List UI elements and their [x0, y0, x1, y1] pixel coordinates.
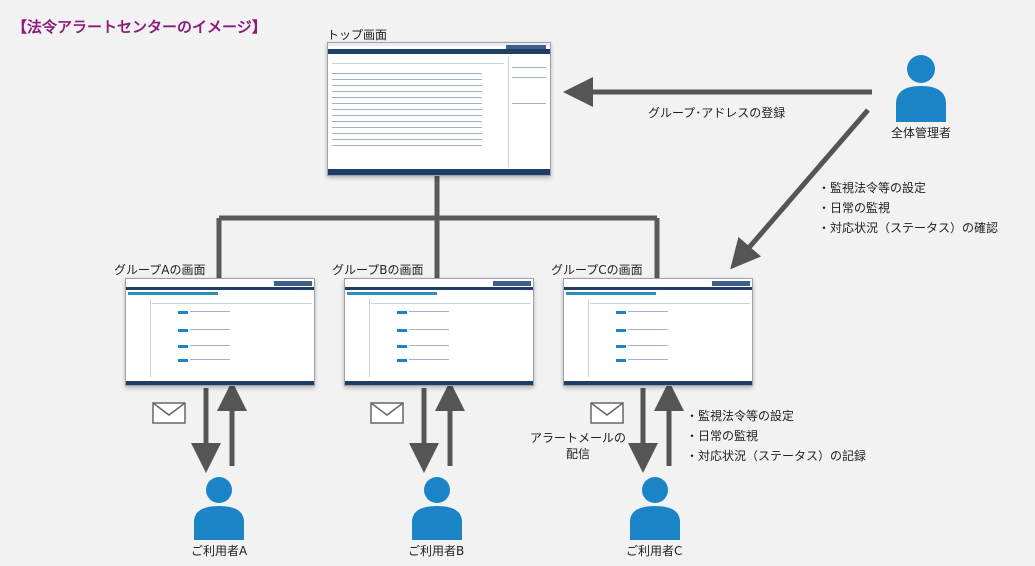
top-screen-label: トップ画面 [327, 28, 388, 42]
mail-icon [152, 402, 186, 424]
alert-mail-label-line: アラートメールの [530, 431, 627, 445]
top-screen-thumbnail [327, 42, 551, 176]
arrow-admin-to-group-c [730, 108, 870, 270]
user-b-person-icon [412, 477, 462, 540]
diagram-title: 【法令アラートセンターのイメージ】 [12, 18, 267, 36]
tree-connector [216, 176, 660, 278]
alert-mail-label: アラートメールの 配信 [530, 430, 626, 462]
admin-task-item: ・対応状況（ステータス）の確認 [818, 221, 999, 235]
user-a-person-icon [194, 477, 244, 540]
group-c-screen-label: グループCの画面 [551, 263, 643, 277]
admin-person-icon [896, 55, 946, 122]
group-b-screen-thumbnail [344, 278, 534, 386]
admin-task-list: ・監視法令等の設定 ・日常の監視 ・対応状況（ステータス）の確認 [818, 178, 998, 238]
user-task-item: ・監視法令等の設定 [686, 409, 795, 423]
user-c-label: ご利用者C [626, 544, 683, 558]
alert-mail-label-line: 配信 [565, 447, 590, 461]
group-a-screen-label: グループAの画面 [114, 263, 206, 277]
user-c-person-icon [630, 477, 680, 540]
user-task-item: ・対応状況（ステータス）の記録 [686, 449, 867, 463]
admin-task-item: ・監視法令等の設定 [818, 181, 927, 195]
user-a-label: ご利用者A [191, 544, 248, 558]
admin-task-item: ・日常の監視 [818, 201, 891, 215]
mail-icon [370, 402, 404, 424]
group-c-screen-thumbnail [563, 278, 753, 386]
admin-label: 全体管理者 [891, 126, 952, 140]
group-b-screen-label: グループBの画面 [332, 263, 424, 277]
user-task-list: ・監視法令等の設定 ・日常の監視 ・対応状況（ステータス）の記録 [686, 406, 866, 466]
group-address-label: グループ･アドレスの登録 [648, 106, 786, 120]
mail-icon [590, 402, 624, 424]
user-task-item: ・日常の監視 [686, 429, 759, 443]
group-a-screen-thumbnail [125, 278, 315, 386]
user-b-label: ご利用者B [408, 544, 465, 558]
